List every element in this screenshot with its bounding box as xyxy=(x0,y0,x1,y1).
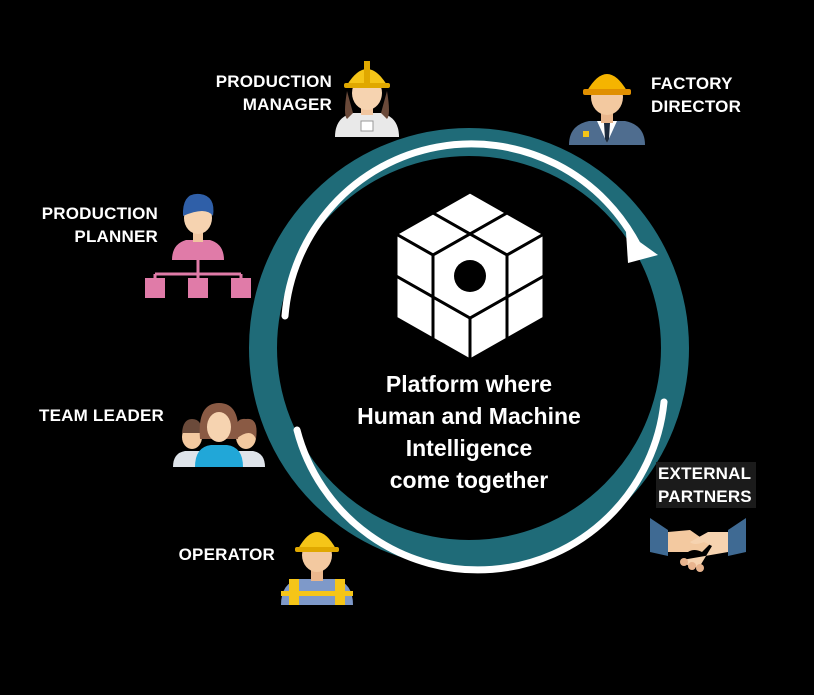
role-label-external-partners: EXTERNAL PARTNERS xyxy=(656,462,756,508)
role-label-team-leader: TEAM LEADER xyxy=(30,404,164,427)
cycle-arrow-head xyxy=(626,232,658,263)
role-label-production-planner: PRODUCTION PLANNER xyxy=(30,202,158,248)
cube-platform-icon xyxy=(392,190,548,363)
platform-caption-line-4: come together xyxy=(389,467,549,493)
role-label-line: OPERATOR xyxy=(178,545,275,564)
platform-caption: Platform where Human and Machine Intelli… xyxy=(329,368,609,496)
role-label-line: PRODUCTION xyxy=(215,72,332,91)
director-icon xyxy=(569,74,645,145)
role-label-line: TEAM LEADER xyxy=(39,406,164,425)
platform-caption-line-1: Platform where xyxy=(385,371,553,397)
handshake-icon xyxy=(650,518,746,572)
role-label-line: PARTNERS xyxy=(656,485,756,508)
role-label-line: PRODUCTION xyxy=(41,204,158,223)
female-engineer-icon xyxy=(335,61,399,137)
role-label-line: MANAGER xyxy=(242,95,332,114)
role-label-line: DIRECTOR xyxy=(651,97,742,116)
role-label-production-manager: PRODUCTION MANAGER xyxy=(205,70,332,116)
role-label-line: EXTERNAL xyxy=(656,462,756,485)
role-label-factory-director: FACTORY DIRECTOR xyxy=(651,72,771,118)
platform-caption-line-3: Intelligence xyxy=(405,435,533,461)
role-label-line: PLANNER xyxy=(74,227,158,246)
role-label-operator: OPERATOR xyxy=(160,543,275,566)
team-icon xyxy=(173,403,265,467)
worker-icon xyxy=(281,532,353,605)
platform-caption-line-2: Human and Machine xyxy=(357,403,581,429)
cycle-arrow-bottom xyxy=(293,398,668,574)
role-label-line: FACTORY xyxy=(651,74,733,93)
org-chart-planner-icon xyxy=(145,193,251,298)
cycle-arrow-top xyxy=(281,140,644,320)
